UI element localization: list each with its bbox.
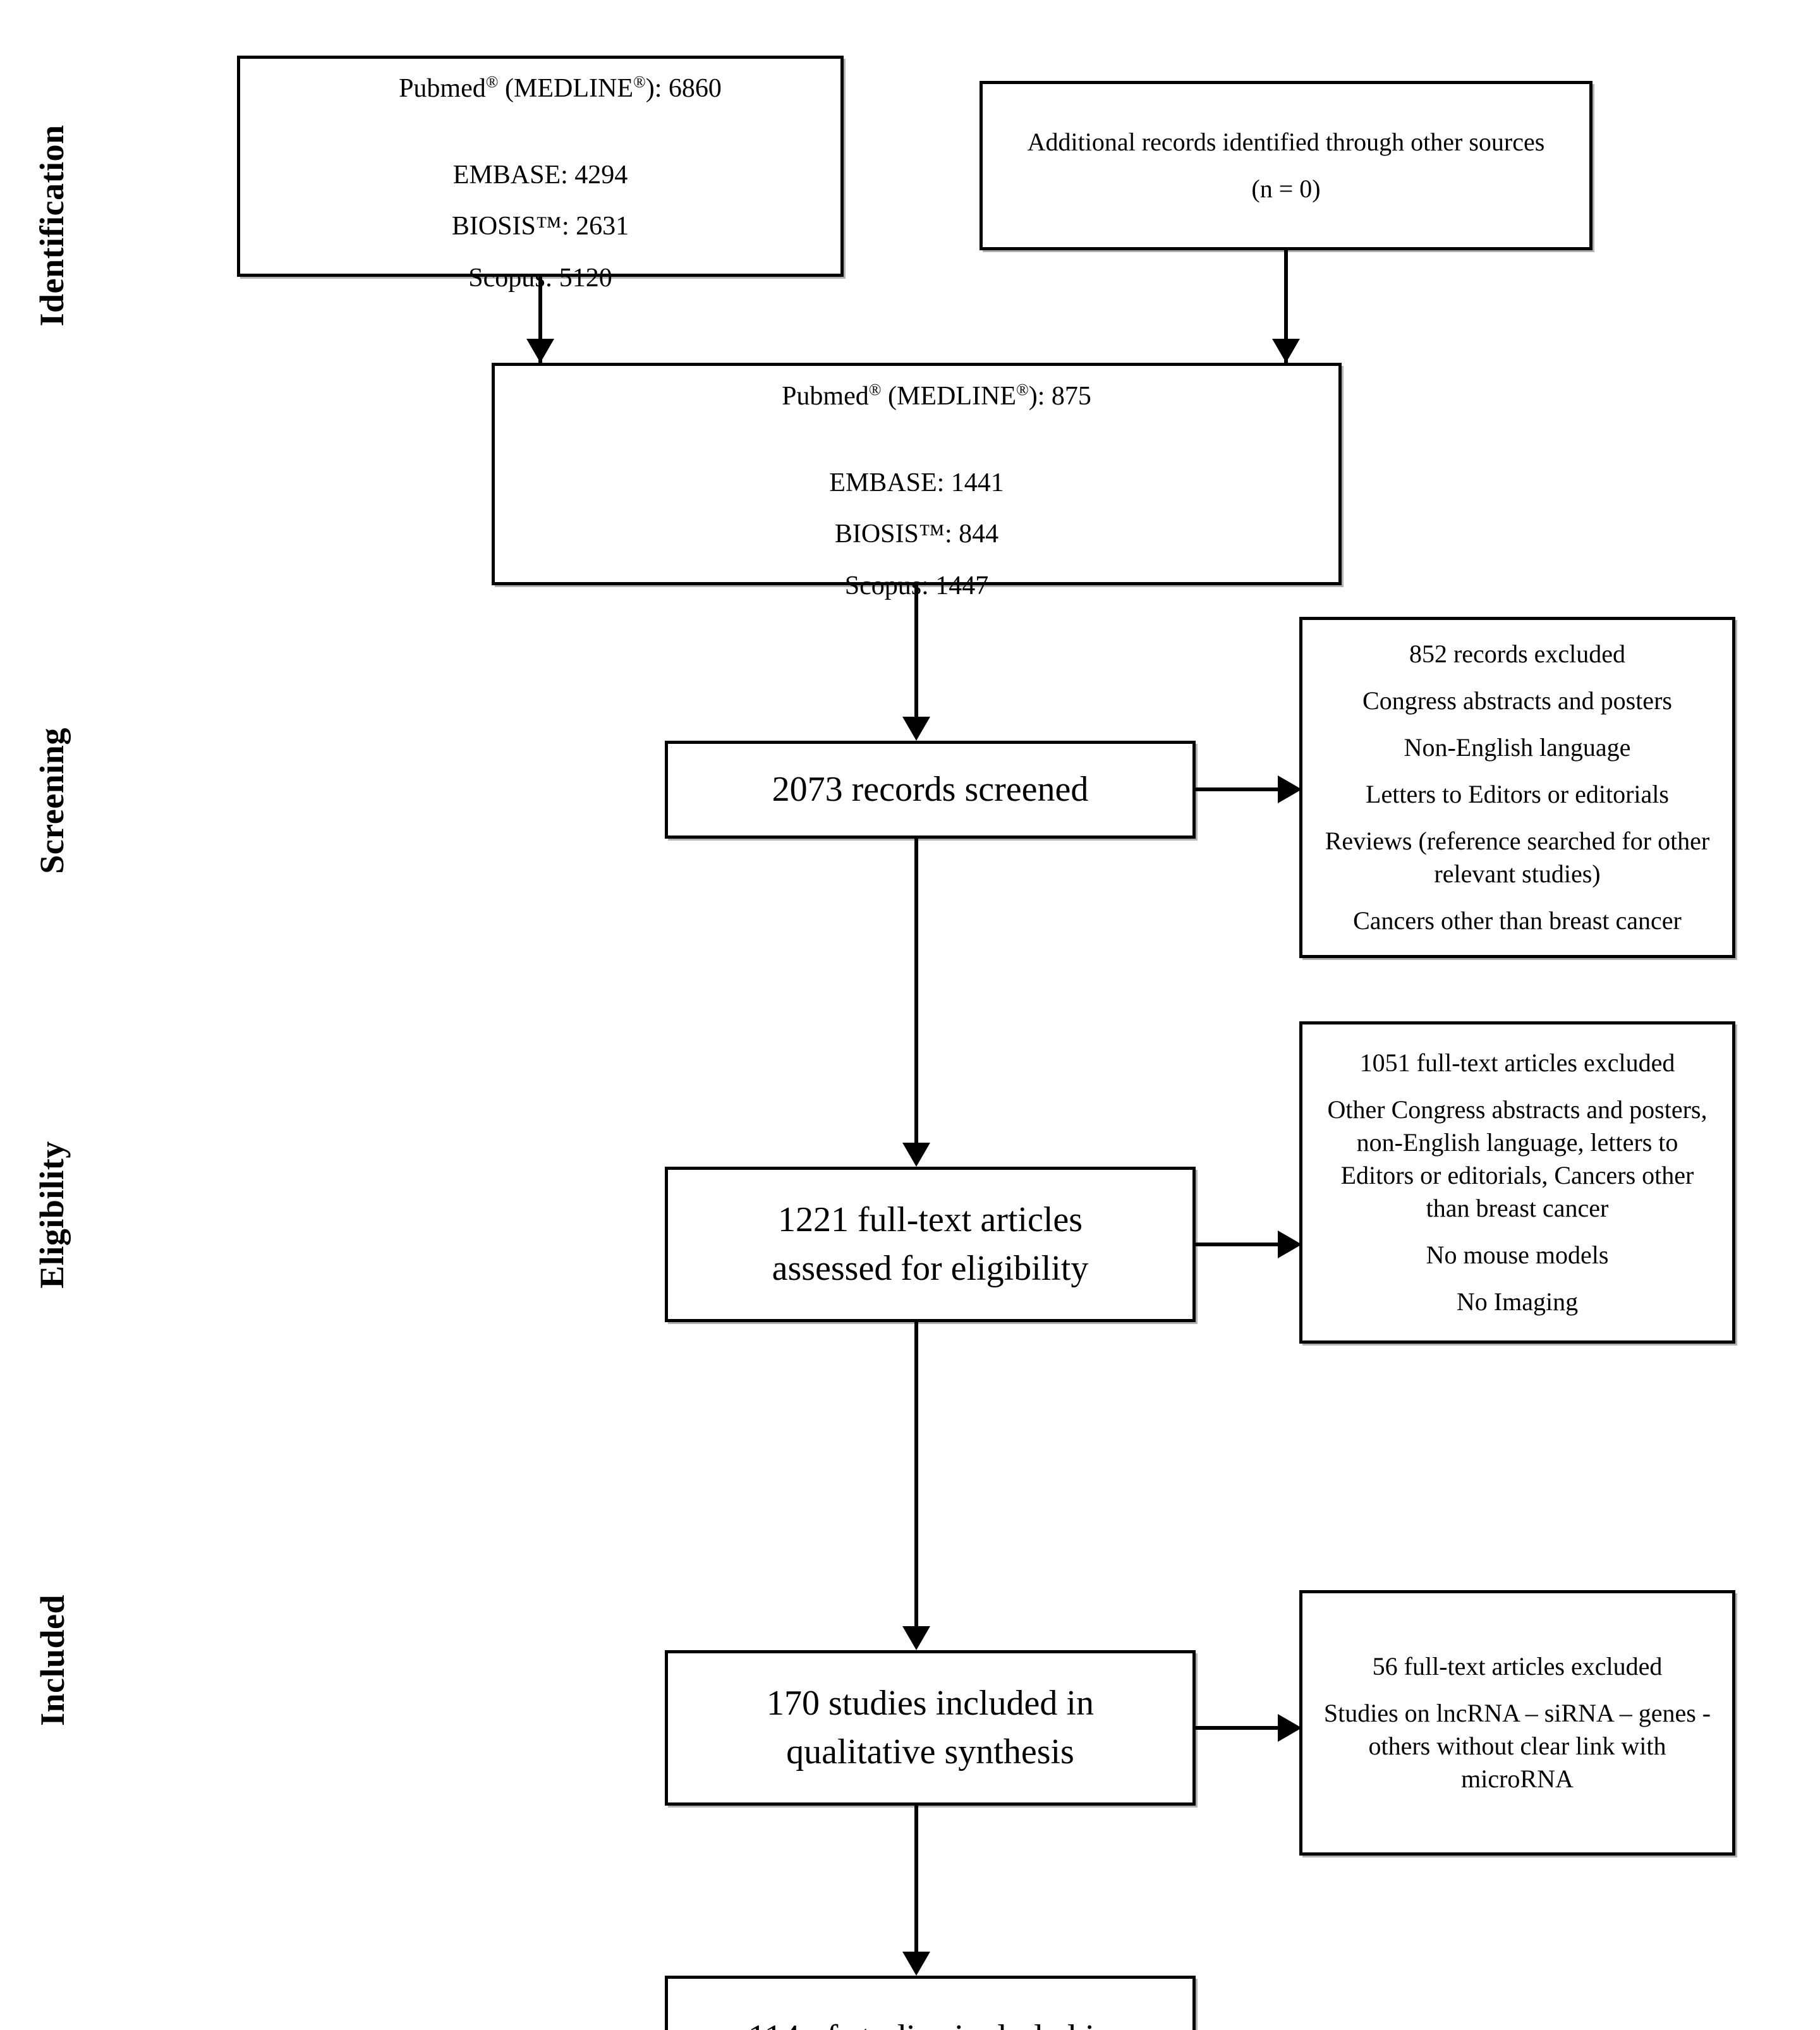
- connector-merged-to-screened: [914, 585, 918, 718]
- arrowhead-databases-to-merged: [526, 339, 554, 363]
- stage-label-included: Included: [33, 1594, 71, 1727]
- fulltext-excluded-line-2: Other Congress abstracts and posters, no…: [1327, 1095, 1714, 1222]
- records-excluded-line-6: Cancers other than breast cancer: [1353, 906, 1682, 935]
- databases-initial-line-3: BIOSIS™: 2631: [451, 212, 629, 241]
- node-other-sources: Additional records identified through ot…: [980, 81, 1592, 250]
- records-excluded-line-1: 852 records excluded: [1409, 640, 1626, 668]
- connector-fulltext-to-excluded: [1196, 1243, 1289, 1246]
- node-qualitative-excluded: 56 full-text articles excluded Studies o…: [1299, 1590, 1735, 1856]
- databases-dedup-line-2: EMBASE: 1441: [829, 468, 1004, 497]
- arrowhead-fulltext-to-excluded: [1278, 1231, 1302, 1258]
- qualitative-excluded-line-1: 56 full-text articles excluded: [1372, 1652, 1663, 1681]
- connector-other-sources-to-merged: [1284, 250, 1288, 363]
- databases-dedup-line-1: Pubmed® (MEDLINE®): 875: [782, 380, 1091, 411]
- records-excluded-line-5: Reviews (reference searched for other re…: [1325, 827, 1716, 888]
- other-sources-line-1: Additional records identified through ot…: [1027, 128, 1545, 156]
- other-sources-line-2: (n = 0): [1251, 174, 1321, 203]
- arrowhead-qualitative-to-excluded: [1278, 1714, 1302, 1742]
- connector-screened-to-excluded: [1196, 787, 1289, 791]
- node-fulltext-assessed: 1221 full-text articles assessed for eli…: [665, 1167, 1196, 1322]
- fulltext-excluded-line-3: No mouse models: [1426, 1241, 1609, 1269]
- connector-fulltext-to-qualitative: [914, 1322, 918, 1632]
- fulltext-assessed-line-1: 1221 full-text articles: [777, 1200, 1083, 1240]
- fulltext-excluded-line-4: No Imaging: [1456, 1287, 1579, 1316]
- stage-label-screening: Screening: [33, 727, 71, 874]
- records-screened-label: 2073 records screened: [772, 770, 1089, 810]
- qualitative-included-line-2: qualitative synthesis: [786, 1732, 1074, 1772]
- arrowhead-screened-to-fulltext: [902, 1143, 930, 1167]
- arrowhead-other-sources-to-merged: [1272, 339, 1300, 363]
- records-excluded-line-4: Letters to Editors or editorials: [1366, 780, 1669, 808]
- records-excluded-line-3: Non-English language: [1404, 733, 1631, 762]
- databases-dedup-line-3: BIOSIS™: 844: [834, 520, 999, 549]
- qualitative-excluded-line-2: Studies on lncRNA – siRNA – genes - othe…: [1323, 1699, 1718, 1793]
- node-quali-quantitative-included: 114 of studies included in quali-quantit…: [665, 1976, 1196, 2030]
- node-databases-initial: Pubmed® (MEDLINE®): 6860 EMBASE: 4294 BI…: [237, 56, 844, 293]
- connector-qualitative-to-quantitative: [914, 1806, 918, 1957]
- node-fulltext-excluded: 1051 full-text articles excluded Other C…: [1299, 1021, 1735, 1344]
- arrowhead-fulltext-to-qualitative: [902, 1626, 930, 1650]
- connector-screened-to-fulltext: [914, 839, 918, 1148]
- arrowhead-screened-to-excluded: [1278, 775, 1302, 803]
- node-records-excluded: 852 records excluded Congress abstracts …: [1299, 617, 1735, 958]
- connector-qualitative-to-excluded: [1196, 1726, 1289, 1730]
- fulltext-excluded-line-1: 1051 full-text articles excluded: [1359, 1048, 1675, 1077]
- arrowhead-merged-to-screened: [902, 717, 930, 741]
- records-excluded-line-2: Congress abstracts and posters: [1362, 686, 1672, 715]
- node-records-screened: 2073 records screened: [665, 741, 1196, 839]
- node-qualitative-included: 170 studies included in qualitative synt…: [665, 1650, 1196, 1806]
- node-databases-after-duplicates: Pubmed® (MEDLINE®): 875 EMBASE: 1441 BIO…: [492, 363, 1342, 600]
- quali-quantitative-line-1: 114 of studies included in: [668, 2015, 1192, 2030]
- qualitative-included-line-1: 170 studies included in: [767, 1684, 1094, 1723]
- fulltext-assessed-line-2: assessed for eligibility: [772, 1249, 1089, 1288]
- databases-initial-line-1: Pubmed® (MEDLINE®): 6860: [399, 73, 722, 104]
- databases-initial-line-2: EMBASE: 4294: [452, 161, 628, 190]
- stage-label-eligibility: Eligibility: [33, 1141, 71, 1289]
- stage-label-identification: Identification: [33, 125, 71, 327]
- connector-databases-to-merged: [538, 277, 542, 363]
- arrowhead-qualitative-to-quantitative: [902, 1952, 930, 1976]
